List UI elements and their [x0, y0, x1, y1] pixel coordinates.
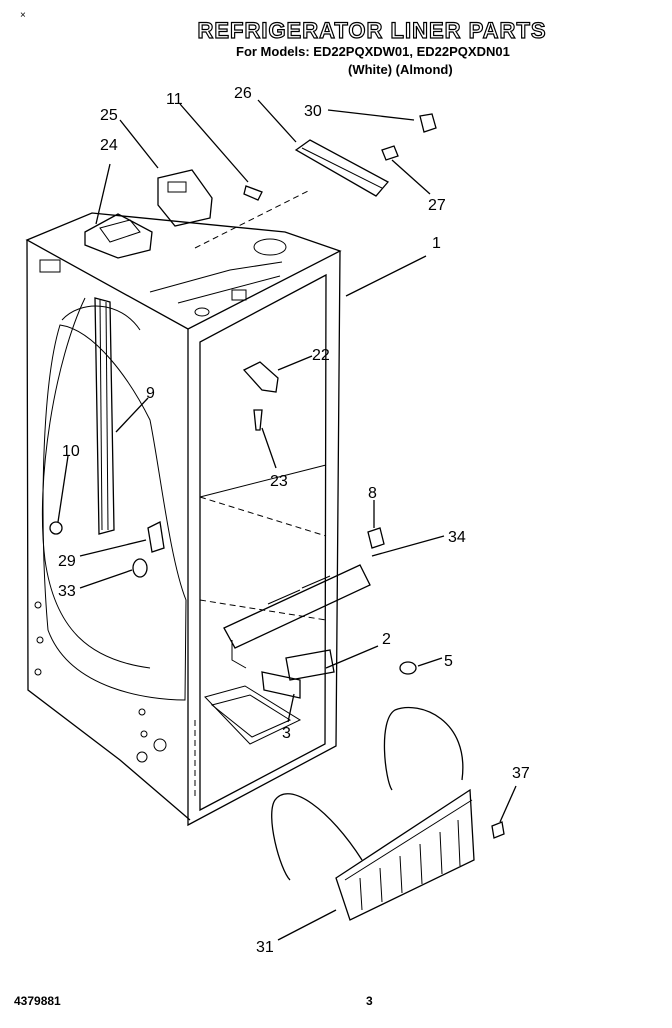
callout-labels: 11 26 30 25 24 27 1 22 9 23 10 8 34 29 3…: [58, 85, 530, 956]
callout-3: 3: [282, 725, 291, 742]
part-3-bracket: [261, 671, 301, 699]
part-34-shelf-support: [223, 564, 371, 669]
part-29-clip: [147, 521, 165, 553]
callout-23: 23: [270, 473, 288, 490]
callout-1: 1: [432, 235, 441, 252]
part-22-bracket: [242, 361, 279, 393]
part-27-screw: [381, 145, 399, 161]
part-10-screw: [49, 521, 63, 535]
callout-2: 2: [382, 631, 391, 648]
part-5-nut: [399, 661, 417, 675]
part-31-bin: [271, 706, 475, 921]
part-23-screw: [253, 409, 263, 431]
part-26-rail: [294, 139, 390, 197]
callout-11: 11: [166, 91, 183, 108]
models-line: For Models: ED22PQXDW01, ED22PQXDN01: [236, 44, 510, 59]
part-8-fastener: [367, 527, 385, 549]
callout-33: 33: [58, 583, 76, 600]
callout-22: 22: [312, 347, 330, 364]
leader-lines: [57, 99, 517, 941]
callout-5: 5: [444, 653, 453, 670]
callout-37: 37: [512, 765, 530, 782]
callout-10: 10: [62, 443, 80, 460]
doc-number: 4379881: [14, 994, 61, 1008]
callout-27: 27: [428, 197, 446, 214]
part-25-bracket: [157, 169, 213, 227]
callout-26: 26: [234, 85, 252, 102]
part-24-housing: [84, 213, 153, 259]
callout-24: 24: [100, 137, 118, 154]
part-11-screw: [243, 185, 263, 201]
callout-31: 31: [256, 939, 274, 956]
part-33-plug: [132, 558, 148, 578]
part-2-plate: [285, 649, 335, 681]
page-number: 3: [366, 994, 373, 1008]
colors-line: (White) (Almond): [348, 62, 453, 77]
corner-mark: ×: [20, 10, 26, 21]
callout-29: 29: [58, 553, 76, 570]
page-title: REFRIGERATOR LINER PARTS: [197, 17, 547, 43]
callout-9: 9: [146, 385, 155, 402]
part-30-clip: [419, 113, 437, 133]
liner-body: [25, 189, 342, 827]
callout-30: 30: [304, 103, 322, 120]
part-9-vertical-rail: [94, 297, 115, 535]
callout-8: 8: [368, 485, 377, 502]
part-37-screw: [491, 821, 505, 839]
callout-34: 34: [448, 529, 466, 546]
callout-25: 25: [100, 107, 118, 124]
